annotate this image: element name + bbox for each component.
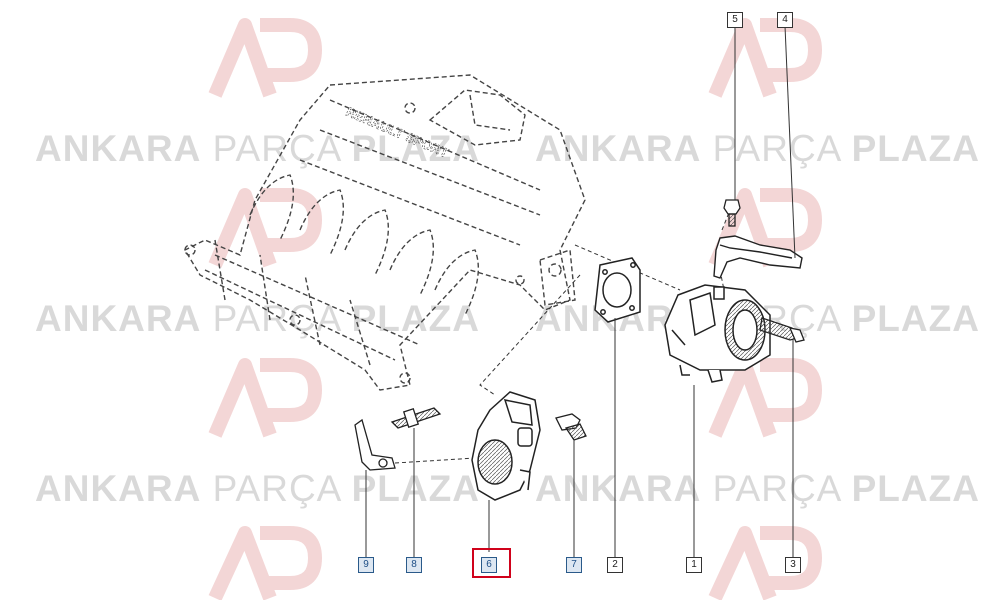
watermark-logo <box>208 526 322 600</box>
watermark-text: ANKARA PARÇA PLAZA <box>35 468 480 509</box>
watermark-logo <box>208 188 322 268</box>
throttle-body <box>664 284 771 383</box>
gasket <box>594 257 641 323</box>
throttle-position-sensor <box>471 391 541 501</box>
callout-7[interactable]: 7 <box>566 557 582 573</box>
small-bracket-9 <box>354 418 396 471</box>
bolt-5 <box>723 199 741 227</box>
callout-1[interactable]: 1 <box>686 557 702 573</box>
intake-manifold-outline <box>184 74 586 391</box>
callout-2[interactable]: 2 <box>607 557 623 573</box>
callout-5[interactable]: 5 <box>727 12 743 28</box>
support-bracket <box>713 235 803 279</box>
stud-8 <box>390 407 442 429</box>
selected-part-highlight <box>472 548 511 578</box>
manifold-lettering: RENAULT SPORT <box>344 104 451 161</box>
callout-4[interactable]: 4 <box>777 12 793 28</box>
callout-3[interactable]: 3 <box>785 557 801 573</box>
watermark-logo <box>708 526 822 600</box>
watermark-logo <box>708 18 822 98</box>
callout-6[interactable]: 6 <box>481 557 497 573</box>
watermark-text: ANKARA PARÇA PLAZA <box>535 468 980 509</box>
watermark-text: ANKARA PARÇA PLAZA <box>35 128 480 169</box>
watermark-logo <box>208 18 322 98</box>
callout-9[interactable]: 9 <box>358 557 374 573</box>
watermark-logo <box>208 358 322 438</box>
watermark-text: ANKARA PARÇA PLAZA <box>35 298 480 339</box>
callout-8[interactable]: 8 <box>406 557 422 573</box>
bolt-3 <box>759 317 805 343</box>
watermark-text: ANKARA PARÇA PLAZA <box>535 128 980 169</box>
screw-7 <box>555 413 587 441</box>
leader-lines <box>365 25 796 560</box>
